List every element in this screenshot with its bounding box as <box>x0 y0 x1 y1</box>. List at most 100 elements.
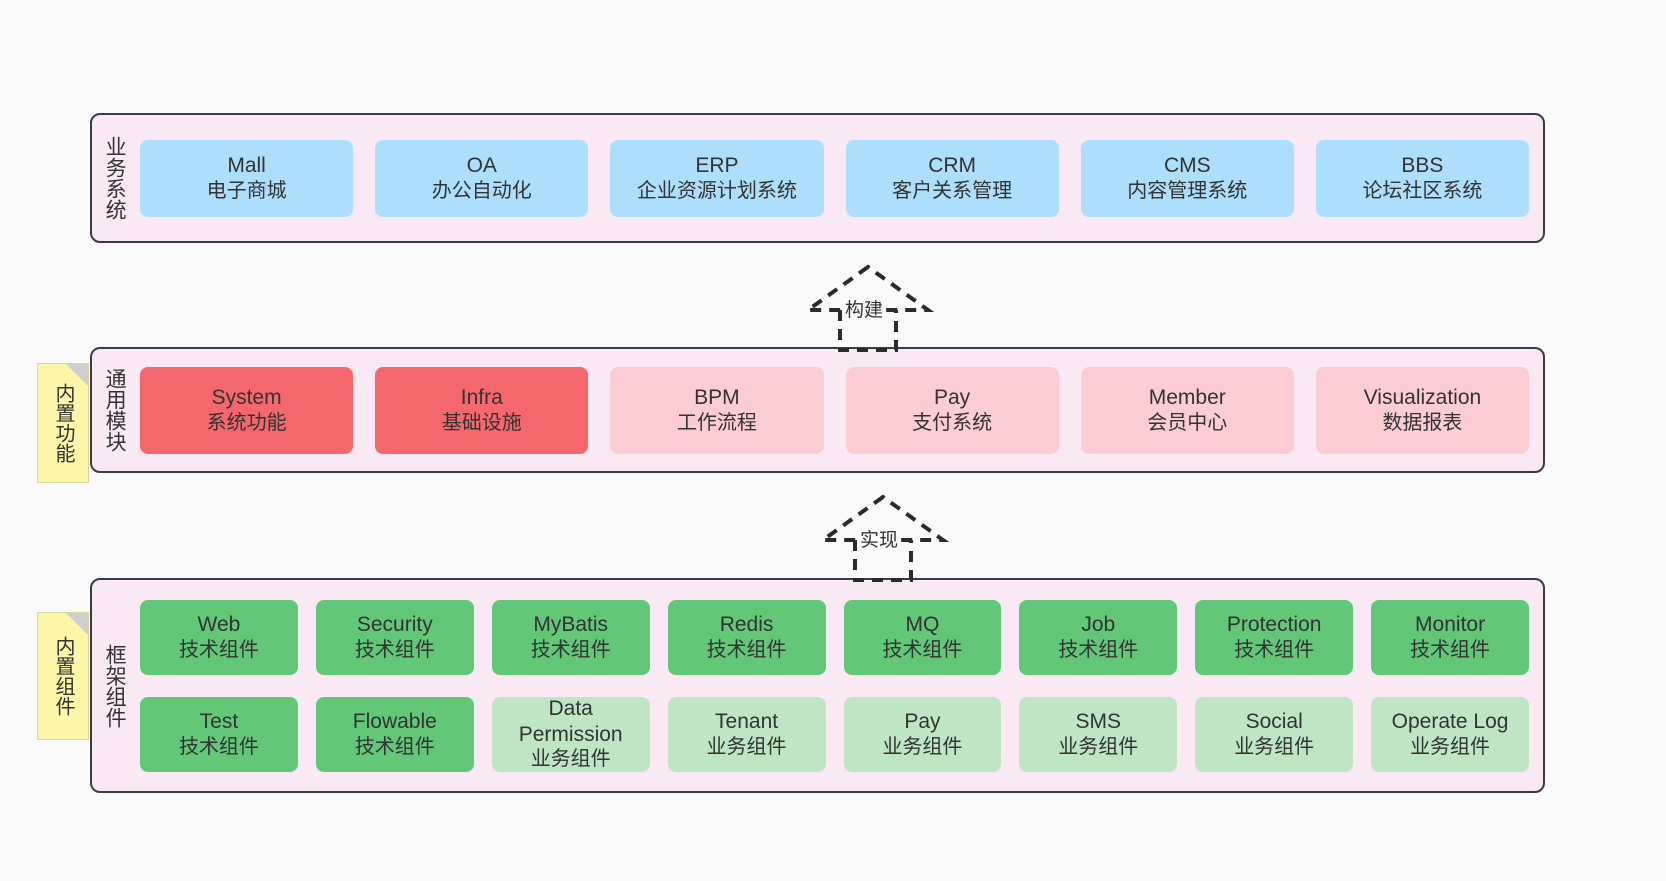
node-row: System 系统功能 Infra 基础设施 BPM 工作流程 Pay 支付系统… <box>140 366 1530 454</box>
connector-build-label: 构建 <box>842 295 887 322</box>
node-title: Redis <box>719 613 774 636</box>
node-title: OA <box>466 154 497 177</box>
node-title: Data Permission <box>518 697 623 746</box>
node-mall[interactable]: Mall 电子商城 <box>140 139 354 217</box>
node-web[interactable]: Web 技术组件 <box>140 599 298 675</box>
node-title: Pay <box>934 386 971 409</box>
node-subtitle: 业务组件 <box>530 748 611 771</box>
layer-framework-component: 框架组件 Web 技术组件 Security 技术组件 MyBatis 技术组件… <box>90 578 1545 793</box>
node-title: MQ <box>905 613 940 636</box>
node-title: Job <box>1081 613 1116 636</box>
node-subtitle: 技术组件 <box>882 638 963 661</box>
node-title: Operate Log <box>1391 710 1509 733</box>
layer-business-system: 业务系统 Mall 电子商城 OA 办公自动化 ERP 企业资源计划系统 CRM… <box>90 113 1545 243</box>
node-data-permission[interactable]: Data Permission 业务组件 <box>491 696 650 772</box>
sticky-fold-corner <box>66 364 88 386</box>
node-title: CMS <box>1163 154 1211 177</box>
sticky-fold-corner <box>66 613 88 635</box>
node-subtitle: 技术组件 <box>530 638 611 661</box>
node-row: Test 技术组件 Flowable 技术组件 Data Permission … <box>140 696 1529 772</box>
node-subtitle: 系统功能 <box>206 411 287 434</box>
node-title: SMS <box>1075 710 1122 733</box>
sticky-note-builtin-component: 内置组件 <box>37 612 89 740</box>
node-subtitle: 办公自动化 <box>431 179 532 202</box>
node-subtitle: 业务组件 <box>882 735 963 758</box>
layer-title-framework-component: 框架组件 <box>103 643 127 728</box>
node-infra[interactable]: Infra 基础设施 <box>375 366 589 454</box>
node-security[interactable]: Security 技术组件 <box>315 599 474 675</box>
node-tenant[interactable]: Tenant 业务组件 <box>667 696 826 772</box>
node-title: BBS <box>1401 154 1444 177</box>
connector-implement: 实现 <box>810 492 960 582</box>
node-subtitle: 技术组件 <box>178 638 259 661</box>
node-title: ERP <box>695 154 739 177</box>
node-title: Social <box>1245 710 1303 733</box>
node-subtitle: 业务组件 <box>706 735 787 758</box>
node-cms[interactable]: CMS 内容管理系统 <box>1080 139 1294 217</box>
node-redis[interactable]: Redis 技术组件 <box>667 599 826 675</box>
node-social[interactable]: Social 业务组件 <box>1195 696 1354 772</box>
node-bpm[interactable]: BPM 工作流程 <box>610 366 824 454</box>
node-subtitle: 技术组件 <box>706 638 787 661</box>
node-oa[interactable]: OA 办公自动化 <box>375 139 589 217</box>
node-subtitle: 业务组件 <box>1058 735 1139 758</box>
node-crm[interactable]: CRM 客户关系管理 <box>845 139 1059 217</box>
layer-body-common-module: System 系统功能 Infra 基础设施 BPM 工作流程 Pay 支付系统… <box>136 349 1543 471</box>
node-erp[interactable]: ERP 企业资源计划系统 <box>610 139 824 217</box>
node-subtitle: 支付系统 <box>912 411 993 434</box>
node-title: MyBatis <box>533 613 609 636</box>
node-subtitle: 技术组件 <box>354 638 435 661</box>
connector-build: 构建 <box>795 262 945 352</box>
node-title: Monitor <box>1415 613 1486 636</box>
node-subtitle: 技术组件 <box>178 735 259 758</box>
layer-common-module: 通用模块 System 系统功能 Infra 基础设施 BPM 工作流程 Pay… <box>90 347 1545 473</box>
node-subtitle: 会员中心 <box>1147 411 1228 434</box>
node-subtitle: 技术组件 <box>354 735 435 758</box>
node-title: Tenant <box>715 710 779 733</box>
node-subtitle: 技术组件 <box>1058 638 1139 661</box>
node-subtitle: 技术组件 <box>1234 638 1315 661</box>
node-row: Web 技术组件 Security 技术组件 MyBatis 技术组件 Redi… <box>140 599 1529 675</box>
node-pay-module[interactable]: Pay 支付系统 <box>845 366 1059 454</box>
node-subtitle: 工作流程 <box>676 411 757 434</box>
node-member[interactable]: Member 会员中心 <box>1080 366 1294 454</box>
node-row: Mall 电子商城 OA 办公自动化 ERP 企业资源计划系统 CRM 客户关系… <box>140 139 1530 217</box>
node-title: Pay <box>904 710 941 733</box>
node-job[interactable]: Job 技术组件 <box>1019 599 1178 675</box>
node-title: Protection <box>1226 613 1322 636</box>
node-visualization[interactable]: Visualization 数据报表 <box>1315 366 1530 454</box>
layer-body-business-system: Mall 电子商城 OA 办公自动化 ERP 企业资源计划系统 CRM 客户关系… <box>136 115 1543 241</box>
node-bbs[interactable]: BBS 论坛社区系统 <box>1315 139 1530 217</box>
node-subtitle: 数据报表 <box>1382 411 1463 434</box>
node-title: Security <box>356 613 433 636</box>
node-subtitle: 电子商城 <box>206 179 287 202</box>
node-sms[interactable]: SMS 业务组件 <box>1019 696 1178 772</box>
node-subtitle: 技术组件 <box>1410 638 1491 661</box>
node-test[interactable]: Test 技术组件 <box>140 696 298 772</box>
node-protection[interactable]: Protection 技术组件 <box>1195 599 1354 675</box>
node-title: BPM <box>694 386 740 409</box>
node-subtitle: 内容管理系统 <box>1127 179 1248 202</box>
node-title: System <box>211 386 282 409</box>
node-title: Mall <box>227 154 266 177</box>
node-subtitle: 基础设施 <box>441 411 522 434</box>
connector-implement-label: 实现 <box>857 525 902 552</box>
node-title: CRM <box>928 154 977 177</box>
node-title: Member <box>1148 386 1226 409</box>
layer-body-framework-component: Web 技术组件 Security 技术组件 MyBatis 技术组件 Redi… <box>136 580 1543 791</box>
layer-title-common-module: 通用模块 <box>103 368 127 452</box>
node-subtitle: 客户关系管理 <box>892 179 1013 202</box>
sticky-note-label: 内置组件 <box>52 636 74 716</box>
sticky-note-label: 内置功能 <box>52 383 74 463</box>
node-pay-component[interactable]: Pay 业务组件 <box>843 696 1002 772</box>
node-subtitle: 业务组件 <box>1234 735 1315 758</box>
node-mybatis[interactable]: MyBatis 技术组件 <box>491 599 650 675</box>
node-mq[interactable]: MQ 技术组件 <box>843 599 1002 675</box>
node-system[interactable]: System 系统功能 <box>140 366 354 454</box>
node-subtitle: 企业资源计划系统 <box>636 179 797 202</box>
node-title: Web <box>197 613 241 636</box>
node-monitor[interactable]: Monitor 技术组件 <box>1371 599 1529 675</box>
node-operate-log[interactable]: Operate Log 业务组件 <box>1371 696 1529 772</box>
node-flowable[interactable]: Flowable 技术组件 <box>315 696 474 772</box>
